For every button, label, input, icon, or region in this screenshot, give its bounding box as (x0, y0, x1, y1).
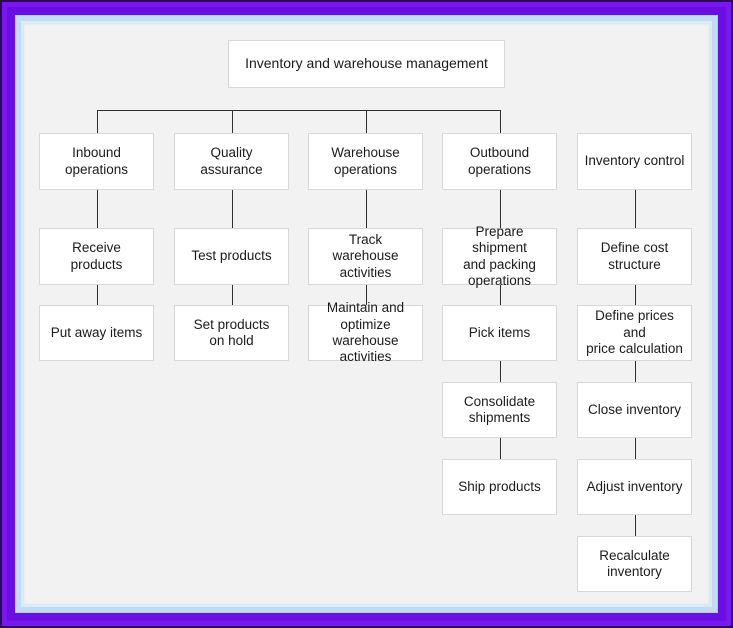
connector-root-to-quality-assurance (232, 110, 233, 133)
connector-quality-assurance-0 (232, 190, 233, 228)
connector-warehouse-operations-0 (366, 190, 367, 228)
node-outbound-operations-1[interactable]: Prepare shipment and packing operations (442, 224, 557, 288)
connector-inbound-operations-0 (97, 190, 98, 228)
node-outbound-operations-4[interactable]: Ship products (442, 459, 557, 515)
connector-quality-assurance-1 (232, 285, 233, 305)
node-inventory-control-1[interactable]: Define cost structure (577, 228, 692, 285)
connector-outbound-operations-0 (500, 190, 501, 228)
node-quality-assurance-1[interactable]: Test products (174, 228, 289, 285)
connector-root-to-warehouse-operations (366, 110, 367, 133)
node-inventory-control-5[interactable]: Recalculate inventory (577, 536, 692, 592)
connector-inventory-control-0 (635, 190, 636, 228)
connector-outbound-operations-2 (500, 361, 501, 382)
column-header-inbound-operations[interactable]: Inbound operations (39, 133, 154, 190)
node-inbound-operations-2[interactable]: Put away items (39, 305, 154, 361)
connector-inventory-control-3 (635, 438, 636, 459)
node-inbound-operations-1[interactable]: Receive products (39, 228, 154, 285)
node-inventory-control-2[interactable]: Define prices and price calculation (577, 305, 692, 361)
node-quality-assurance-2[interactable]: Set products on hold (174, 305, 289, 361)
connector-inventory-control-4 (635, 515, 636, 536)
column-header-inventory-control[interactable]: Inventory control (577, 133, 692, 190)
connector-inbound-operations-1 (97, 285, 98, 305)
connector-outbound-operations-1 (500, 285, 501, 305)
root-node-inventory-and-warehouse-management[interactable]: Inventory and warehouse management (228, 40, 505, 88)
node-outbound-operations-2[interactable]: Pick items (442, 305, 557, 361)
node-inventory-control-4[interactable]: Adjust inventory (577, 459, 692, 515)
connector-warehouse-operations-1 (366, 285, 367, 305)
column-header-outbound-operations[interactable]: Outbound operations (442, 133, 557, 190)
connector-root-to-outbound-operations (500, 110, 501, 133)
node-warehouse-operations-2[interactable]: Maintain and optimize warehouse activiti… (308, 300, 423, 364)
connector-inventory-control-2 (635, 361, 636, 382)
connector-inventory-control-1 (635, 285, 636, 305)
connector-outbound-operations-3 (500, 438, 501, 459)
connector-root-to-inbound-operations (97, 110, 98, 133)
node-outbound-operations-3[interactable]: Consolidate shipments (442, 382, 557, 438)
node-inventory-control-3[interactable]: Close inventory (577, 382, 692, 438)
column-header-warehouse-operations[interactable]: Warehouse operations (308, 133, 423, 190)
node-warehouse-operations-1[interactable]: Track warehouse activities (308, 228, 423, 285)
column-header-quality-assurance[interactable]: Quality assurance (174, 133, 289, 190)
root-horizontal-trunk (97, 110, 500, 111)
